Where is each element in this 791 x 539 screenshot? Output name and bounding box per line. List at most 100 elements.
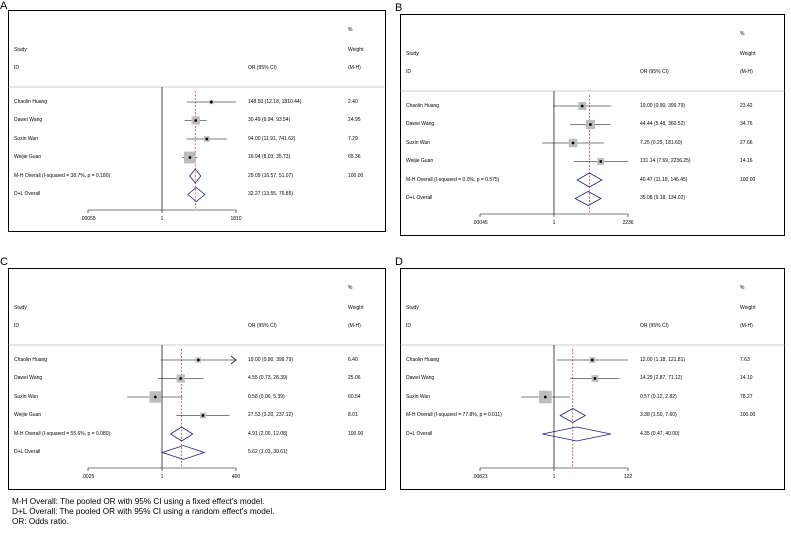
header-percent: %: [348, 27, 353, 33]
x-tick-label: 1: [552, 474, 556, 480]
plot-frame: [8, 268, 386, 490]
x-tick-label: .00045: [472, 220, 488, 226]
point-estimate: [580, 104, 584, 108]
or-ci-text: 94.00 (11.91, 741.62): [248, 135, 296, 142]
or-ci-text: 0.58 (0.06, 5.39): [248, 393, 285, 400]
pooled-diamond: [559, 408, 587, 423]
overall-label: D+L Overall: [406, 430, 433, 437]
x-tick-label: 2236: [622, 220, 634, 226]
weight-text: 27.66: [740, 139, 753, 146]
or-ci-text: 14.29 (2.87, 71.12): [640, 375, 683, 381]
header-mh: (M-H): [740, 69, 753, 75]
or-ci-text: 32.27 (13.55, 76.85): [248, 191, 294, 197]
point-estimate: [543, 395, 547, 399]
or-ci-text: 16.94 (8.03, 35.73): [248, 154, 291, 160]
header-study: Study: [406, 51, 419, 57]
header-weight: Weight: [740, 305, 756, 311]
header-study: Study: [14, 305, 27, 311]
header-weight: Weight: [740, 51, 756, 57]
or-ci-text: 29.09 (16.57, 51.07): [248, 172, 294, 179]
or-ci-text: 19.00 (0.90, 399.79): [248, 356, 294, 363]
weight-text: 2.40: [348, 98, 358, 105]
or-ci-text: 30.49 (9.94, 93.54): [248, 117, 291, 123]
header-mh: (M-H): [740, 323, 753, 329]
or-ci-text: 131.14 (7.69, 2236.25): [640, 158, 691, 164]
footnote-mh: M-H Overall: The pooled OR with 95% CI u…: [12, 497, 265, 506]
point-estimate: [593, 377, 597, 380]
x-tick-label: 400: [231, 474, 241, 480]
pooled-diamond: [576, 172, 603, 188]
header-id: ID: [14, 65, 19, 71]
study-label: Weijie Guan: [14, 412, 42, 418]
footnote-dl: D+L Overall: The pooled OR with 95% CI u…: [12, 507, 275, 516]
point-estimate: [194, 119, 198, 122]
study-label: Chaolin Huang: [406, 356, 440, 363]
header-id: ID: [406, 323, 411, 329]
overall-label: D+L Overall: [14, 191, 41, 197]
study-label: Dawei Wang: [14, 375, 43, 381]
weight-text: 23.42: [740, 102, 753, 109]
study-label: Suxin Wan: [14, 135, 38, 142]
pooled-diamond: [187, 186, 206, 203]
point-estimate: [188, 156, 192, 159]
overall-label: D+L Overall: [406, 195, 433, 201]
weight-text: 100.00: [348, 430, 364, 437]
or-ci-text: 4.35 (0.47, 40.00): [640, 430, 680, 437]
header-weight: Weight: [348, 305, 364, 311]
header-or-ci: OR (95% CI): [640, 69, 669, 75]
study-label: Suxin Wan: [406, 393, 430, 400]
or-ci-text: 3.38 (1.50, 7.60): [640, 412, 677, 418]
header-id: ID: [14, 323, 19, 329]
header-or-ci: OR (95% CI): [248, 323, 277, 329]
header-weight: Weight: [348, 47, 364, 53]
or-ci-text: 4.55 (0.73, 28.39): [248, 375, 288, 381]
header-study: Study: [14, 47, 27, 53]
header-mh: (M-H): [348, 65, 361, 71]
panel-letter: A: [0, 0, 8, 12]
x-tick-label: 1: [552, 220, 556, 226]
x-tick-label: 122: [623, 474, 633, 480]
point-estimate: [590, 358, 594, 362]
weight-text: 34.76: [740, 121, 753, 127]
weight-text: 7.63: [740, 356, 750, 363]
header-study: Study: [406, 305, 419, 311]
panel-letter: C: [0, 256, 8, 268]
weight-text: 6.40: [348, 356, 358, 363]
study-label: Weijie Guan: [406, 158, 434, 164]
x-tick-label: .00055: [80, 216, 96, 222]
overall-label: M-H Overall (I-squared = 55.6%, p = 0.08…: [14, 430, 111, 437]
point-estimate: [179, 377, 183, 380]
or-ci-text: 27.53 (3.20, 237.12): [248, 412, 294, 418]
point-estimate: [201, 414, 205, 417]
study-label: Suxin Wan: [14, 393, 38, 400]
or-ci-text: 5.62 (1.03, 30.61): [248, 449, 288, 455]
study-label: Chaolin Huang: [14, 356, 48, 363]
or-ci-text: 19.00 (0.90, 399.79): [640, 102, 686, 109]
or-ci-text: 0.57 (0.12, 2.82): [640, 393, 677, 400]
weight-text: 24.95: [348, 117, 361, 123]
header-percent: %: [740, 31, 745, 37]
point-estimate: [196, 358, 200, 362]
header-mh: (M-H): [348, 323, 361, 329]
plot-frame: [400, 14, 785, 236]
point-estimate: [209, 100, 213, 104]
plot-frame: [400, 268, 785, 490]
x-tick-label: 1810: [230, 216, 242, 222]
study-label: Dawei Wang: [406, 375, 435, 381]
weight-text: 65.36: [348, 154, 361, 160]
header-or-ci: OR (95% CI): [248, 65, 277, 71]
overall-label: M-H Overall (I-squared = 0.0%, p = 0.575…: [406, 176, 500, 183]
weight-text: 100.00: [740, 176, 756, 183]
header-percent: %: [348, 285, 353, 291]
point-estimate: [153, 395, 157, 399]
overall-label: M-H Overall (I-squared = 38.7%, p = 0.18…: [14, 172, 111, 179]
overall-label: M-H Overall (I-squared = 77.8%, p = 0.01…: [406, 412, 502, 418]
or-ci-text: 35.08 (9.18, 134.02): [640, 195, 686, 201]
overall-label: D+L Overall: [14, 449, 41, 455]
weight-text: 14.16: [740, 158, 753, 164]
or-ci-text: 12.00 (1.18, 121.81): [640, 356, 686, 363]
header-or-ci: OR (95% CI): [640, 323, 669, 329]
weight-text: 14.10: [740, 375, 753, 381]
